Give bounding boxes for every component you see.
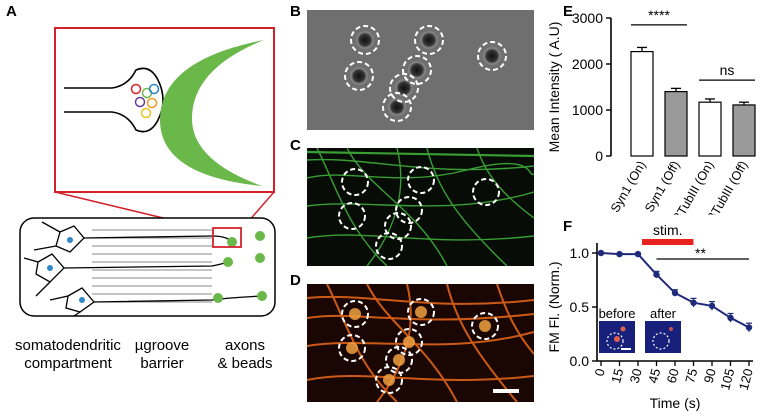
e-y-tick-label: 1000: [572, 102, 603, 118]
e-bar: [664, 90, 688, 157]
f-x-tick-label: 30: [627, 367, 645, 385]
f-x-tick-label: 90: [701, 367, 719, 385]
f-x-tick-label: 105: [717, 367, 737, 392]
f-data-point: [634, 250, 642, 258]
panel-label-f: F: [563, 218, 573, 235]
panel-label-c: C: [290, 137, 301, 154]
roi-circles: [338, 166, 500, 260]
e-y-tick-label: 2000: [572, 56, 603, 72]
roi-circles: [344, 25, 507, 122]
roi-circles: [338, 298, 499, 394]
vesicle-blue: [148, 83, 160, 95]
axon-fibers: [307, 148, 534, 266]
f-y-tick-label: 0.5: [570, 299, 590, 315]
axon-bouton: [64, 67, 164, 133]
vesicle-red: [130, 83, 142, 95]
f-inset-spot: [669, 327, 673, 331]
f-inset-label: after: [650, 306, 677, 321]
f-x-tick-label: 45: [645, 367, 663, 385]
microgroove-lines: [92, 229, 212, 303]
panel-label-d: D: [290, 272, 301, 289]
f-stim-label: stim.: [653, 222, 683, 238]
beads: [213, 231, 267, 303]
f-data-point: [727, 314, 734, 321]
panel-a-schematic: somatodendritic compartment µgroove barr…: [15, 27, 276, 372]
panel-label-e: E: [563, 3, 574, 20]
f-x-axis-label: Time (s): [650, 395, 701, 411]
vesicle-purple: [134, 96, 146, 108]
label-groove-1: µgroove: [135, 337, 190, 354]
panel-b-image: [307, 10, 534, 130]
f-x-tick-label: 15: [608, 367, 626, 385]
e-bar: [698, 101, 722, 157]
f-inset-scale-bar: [621, 348, 631, 350]
panel-d-image: [307, 284, 534, 402]
vesicle-yellow: [140, 107, 152, 119]
label-axons-2: & beads: [217, 355, 272, 372]
f-x-tick-label: 0: [592, 367, 608, 378]
f-data-point: [708, 302, 716, 310]
scale-bar: [493, 389, 519, 393]
f-inset-spot: [620, 326, 626, 332]
panel-label-b: B: [290, 3, 301, 20]
f-data-point: [597, 249, 605, 257]
f-y-tick-label: 1.0: [570, 245, 590, 261]
f-data-point: [745, 324, 753, 331]
f-inset-roi: [606, 332, 624, 350]
f-x-tick-label: 120: [736, 367, 756, 392]
e-y-tick-label: 3000: [572, 10, 603, 26]
f-inset-roi: [652, 332, 670, 350]
panel-c-image: [307, 148, 534, 266]
e-y-tick-label: 0: [595, 148, 603, 164]
bead-crescent: [160, 40, 264, 186]
vesicle-orange: [146, 97, 158, 109]
e-significance-label: ns: [720, 62, 735, 78]
f-inset-label: before: [599, 306, 636, 321]
panel-label-a: A: [6, 3, 17, 20]
label-soma-2: compartment: [24, 355, 112, 372]
e-bar: [630, 50, 654, 157]
f-data-point: [690, 299, 697, 306]
f-stim-bar: [642, 239, 694, 245]
label-soma-1: somatodendritic: [15, 337, 121, 354]
bead-spots: [349, 30, 502, 117]
f-significance-label: **: [695, 245, 706, 261]
f-data-point: [671, 289, 679, 297]
e-bar: [732, 104, 756, 157]
label-groove-2: barrier: [140, 355, 183, 372]
f-y-axis-label: FM Fl. (Norm.): [546, 262, 562, 353]
f-y-tick-label: 0.0: [570, 353, 590, 369]
zoom-region: [212, 227, 242, 248]
f-data-point: [616, 250, 623, 258]
f-x-tick-label: 75: [682, 367, 700, 385]
label-axons-1: axons: [225, 337, 265, 354]
f-inset-spot: [614, 336, 620, 342]
e-y-axis-label: Mean Intensity ( A.U): [546, 22, 562, 153]
f-data-point: [653, 271, 660, 278]
f-x-tick-label: 60: [664, 367, 682, 385]
f-inset-image: [645, 321, 681, 353]
e-significance-label: ****: [648, 7, 670, 23]
